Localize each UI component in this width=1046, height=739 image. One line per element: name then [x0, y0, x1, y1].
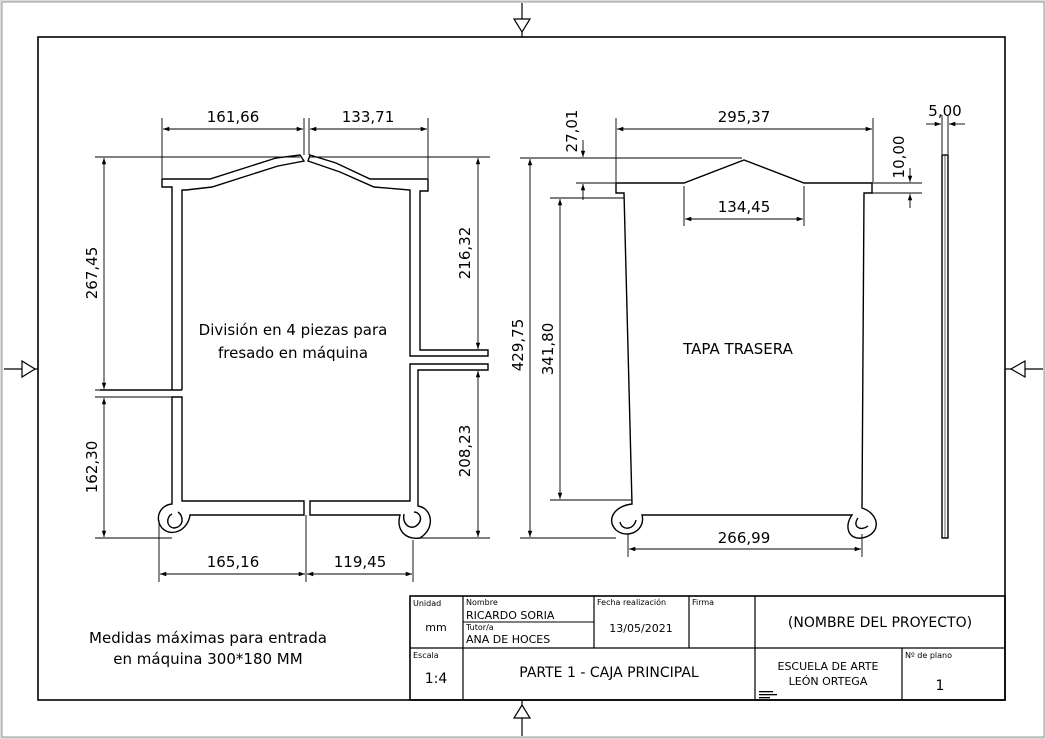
back-cover-label: TAPA TRASERA: [682, 340, 793, 358]
nombre-label: Nombre: [466, 598, 498, 607]
piece-upper-left: [100, 154, 306, 391]
piece-lower-right-hook: [402, 511, 422, 528]
dim-right-upper-height: 216,32: [456, 227, 474, 280]
unidad-value: mm: [425, 621, 446, 634]
fecha-label: Fecha realización: [597, 597, 666, 607]
unidad-label: Unidad: [413, 599, 441, 608]
dim-side-thickness: 5,00: [928, 102, 961, 120]
dim-total-height: 429,75: [509, 319, 527, 372]
box-part-dimensions: [95, 118, 490, 582]
school-logo: [759, 691, 777, 699]
dim-left-upper-height: 267,45: [83, 247, 101, 300]
box-note-line2: fresado en máquina: [218, 344, 368, 362]
back-cover-hook-left: [619, 519, 637, 529]
nombre-value: RICARDO SORIA: [466, 609, 555, 622]
fecha-value: 13/05/2021: [609, 622, 672, 635]
back-cover-dimensions: [520, 118, 922, 557]
dim-top-right: 133,71: [342, 108, 395, 126]
dim-bottom-width: 266,99: [718, 529, 771, 547]
max-size-note-line2: en máquina 300*180 MM: [113, 650, 302, 668]
tutor-value: ANA DE HOCES: [466, 633, 550, 646]
dim-top-left: 161,66: [207, 108, 260, 126]
side-view: [926, 115, 965, 539]
dim-inner-height: 341,80: [539, 323, 557, 376]
back-cover-hook-right: [855, 517, 869, 530]
piece-lower-left: [157, 396, 305, 533]
title-block-texts: Unidad mm Nombre RICARDO SORIA Tutor/a A…: [413, 597, 972, 694]
piece-lower-left-hook: [167, 511, 183, 529]
dim-bottom-right: 119,45: [334, 553, 387, 571]
back-cover-dim-labels: 295,37 134,45 27,01 429,75 341,80 266,99…: [509, 108, 908, 547]
box-note-line1: División en 4 piezas para: [199, 321, 388, 339]
project-name: (NOMBRE DEL PROYECTO): [788, 615, 972, 631]
dim-peak-height: 27,01: [563, 110, 581, 153]
dim-left-lower-height: 162,30: [83, 441, 101, 494]
title-block: [409, 595, 1006, 701]
dim-peak-base: 134,45: [718, 198, 771, 216]
escala-value: 1:4: [425, 671, 448, 687]
firma-label: Firma: [692, 598, 714, 607]
dim-right-lower-height: 208,23: [456, 425, 474, 478]
box-part-dim-labels: 161,66 133,71 267,45 162,30 216,32 208,2…: [83, 108, 474, 571]
plano-label: Nº de plano: [905, 651, 952, 660]
back-cover-outline: [611, 159, 877, 539]
school-line1: ESCUELA DE ARTE: [778, 660, 879, 673]
dim-top-width: 295,37: [718, 108, 771, 126]
tutor-label: Tutor/a: [465, 623, 494, 632]
dim-edge: 10,00: [890, 136, 908, 179]
max-size-note-line1: Medidas máximas para entrada: [89, 629, 327, 647]
part-title: PARTE 1 - CAJA PRINCIPAL: [519, 665, 699, 681]
piece-upper-right: [307, 154, 489, 357]
centering-marks: [4, 3, 1043, 736]
school-line2: LEÓN ORTEGA: [789, 675, 868, 688]
escala-label: Escala: [413, 651, 439, 660]
plano-value: 1: [936, 678, 945, 694]
dim-bottom-left: 165,16: [207, 553, 260, 571]
